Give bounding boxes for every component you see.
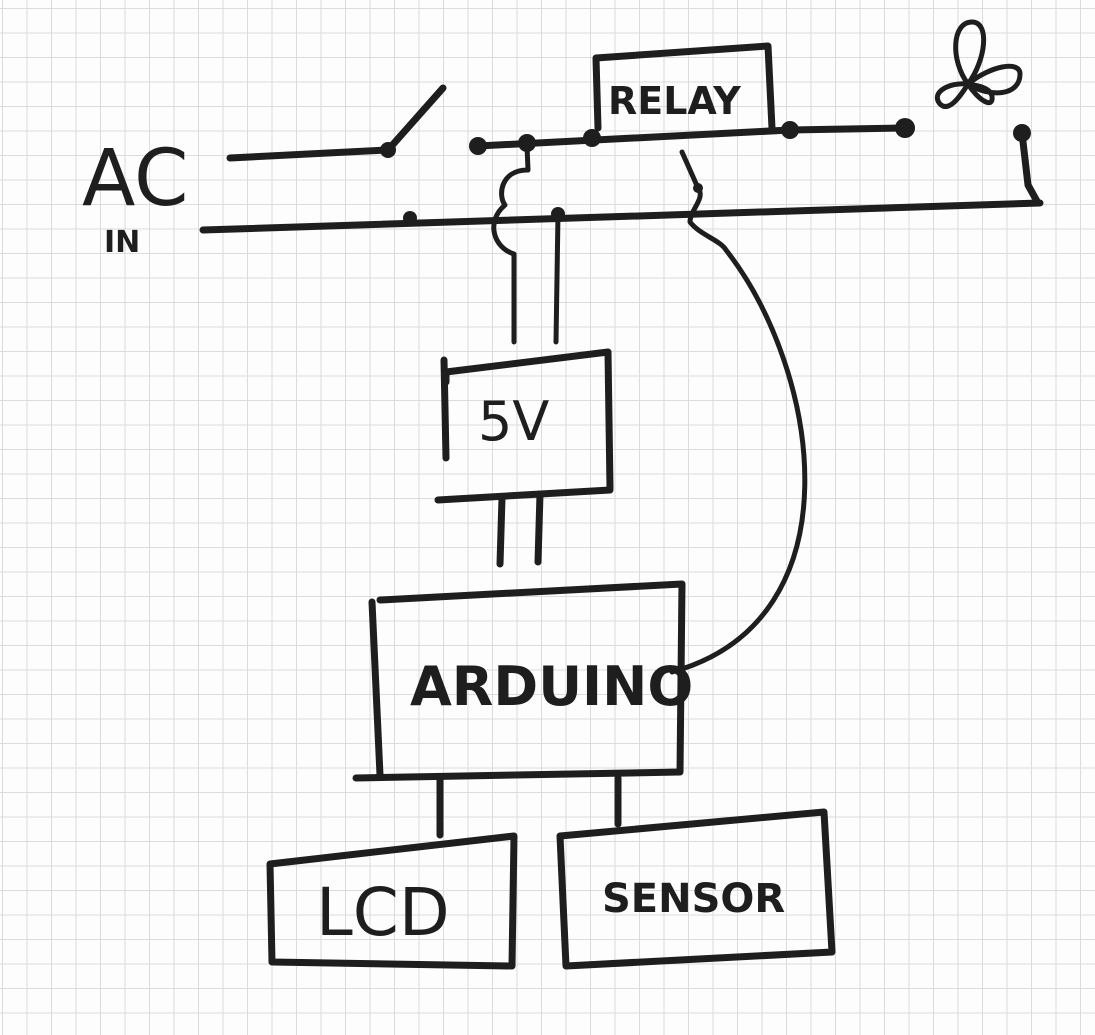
relay-label: RELAY (608, 79, 741, 123)
relay-output-wire (786, 124, 909, 134)
switch-pivot (380, 142, 396, 158)
relay-output-dot (781, 121, 799, 139)
terminal-dot (469, 137, 487, 155)
arduino-box (352, 580, 686, 782)
lcd-label: LCD (316, 874, 450, 951)
ac-label: AC (82, 134, 188, 224)
relay-input-dot (583, 129, 601, 147)
relay-box (592, 42, 776, 132)
relay-control-wire (669, 149, 808, 675)
psu-live-wire (491, 143, 531, 345)
switch-icon (384, 84, 447, 154)
psu-neutral-wire (553, 211, 561, 345)
psu-bottom-rail (434, 486, 614, 504)
fan-return-dot (1013, 124, 1031, 142)
psu-label: 5V (478, 390, 549, 453)
lcd-box (266, 832, 518, 970)
fan-terminal-dot (895, 118, 915, 138)
fan-icon (935, 19, 1023, 109)
in-label: IN (104, 225, 140, 260)
power-wire (534, 490, 544, 566)
crossing-dot (693, 183, 703, 193)
junction-dot (518, 134, 536, 152)
neutral-junction-dot (403, 211, 417, 225)
psu-box (440, 348, 614, 492)
sensor-label: SENSOR (602, 876, 785, 922)
fan-return-wire (1018, 129, 1042, 207)
neutral-wire (199, 199, 1044, 234)
live-wire-input (226, 146, 392, 162)
sensor-box (556, 808, 836, 970)
power-wire (496, 494, 506, 568)
arduino-label: ARDUINO (410, 655, 693, 718)
